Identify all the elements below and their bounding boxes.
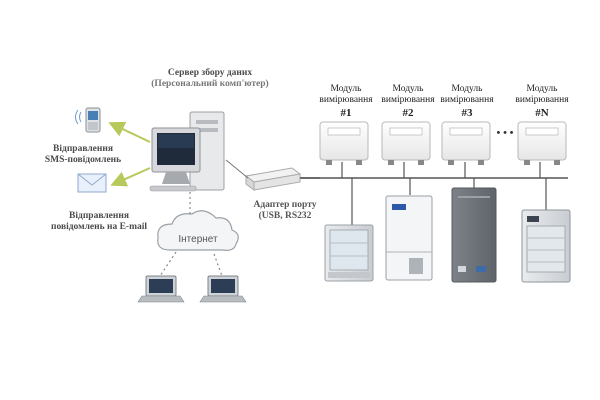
module-n-line1: Модуль <box>526 84 558 94</box>
cloud-icon <box>157 210 239 251</box>
laptop-icon <box>137 275 185 303</box>
adapter-label-line2: (USB, RS232 <box>258 211 312 221</box>
module-3-line2: вимірювання <box>440 95 494 105</box>
envelope-icon <box>77 173 107 193</box>
bus-drops <box>341 162 547 225</box>
module-3-line1: Модуль <box>451 84 483 94</box>
module-n-line2: вимірювання <box>515 95 569 105</box>
sms-arrow <box>108 121 151 143</box>
adapter-label: Адаптер порту (USB, RS232 <box>240 200 330 222</box>
email-label-line1: Відправлення <box>69 211 129 221</box>
dotted-links <box>159 192 223 277</box>
adapter-label-line1: Адаптер порту <box>253 200 317 210</box>
module-label-n: Модуль вимірювання #N <box>510 84 574 119</box>
desktop-pc-icon <box>149 111 225 192</box>
module-2-line1: Модуль <box>392 84 424 94</box>
module-n-number: #N <box>535 107 549 119</box>
module-box-1 <box>319 121 369 165</box>
module-label-3: Модуль вимірювання #3 <box>435 84 499 119</box>
sms-label-line2: SMS-повідомлень <box>44 155 122 165</box>
modules-ellipsis: • • • <box>496 127 514 139</box>
module-3-number: #3 <box>461 107 473 119</box>
email-label: Відправлення повідомлень на E-mail <box>44 211 154 233</box>
sms-label: Відправлення SMS-повідомлень <box>38 144 128 166</box>
server-subtitle: (Персональний комп'ютер) <box>151 79 269 89</box>
refrigerator-icon <box>324 224 374 282</box>
usb-adapter-icon <box>244 167 302 191</box>
module-2-line2: вимірювання <box>381 95 435 105</box>
refrigerator-icon <box>451 187 497 283</box>
sms-label-line1: Відправлення <box>53 144 113 154</box>
module-box-2 <box>381 121 431 165</box>
module-1-number: #1 <box>340 107 352 119</box>
laptop-icon <box>199 275 247 303</box>
module-box-3 <box>441 121 491 165</box>
mobile-phone-icon <box>75 107 101 133</box>
module-box-n <box>517 121 567 165</box>
email-arrow <box>110 167 151 187</box>
module-1-line1: Модуль <box>330 84 362 94</box>
refrigerator-icon <box>385 195 433 281</box>
server-title: Сервер збору даних <box>167 68 253 78</box>
pc-to-adapter-cable <box>225 159 249 179</box>
module-1-line2: вимірювання <box>319 95 373 105</box>
module-label-1: Модуль вимірювання #1 <box>314 84 378 119</box>
refrigerator-icon <box>521 209 571 283</box>
internet-label: Інтернет <box>178 234 218 245</box>
email-label-line2: повідомлень на E-mail <box>50 222 148 232</box>
module-2-number: #2 <box>402 107 414 119</box>
module-label-2: Модуль вимірювання #2 <box>376 84 440 119</box>
